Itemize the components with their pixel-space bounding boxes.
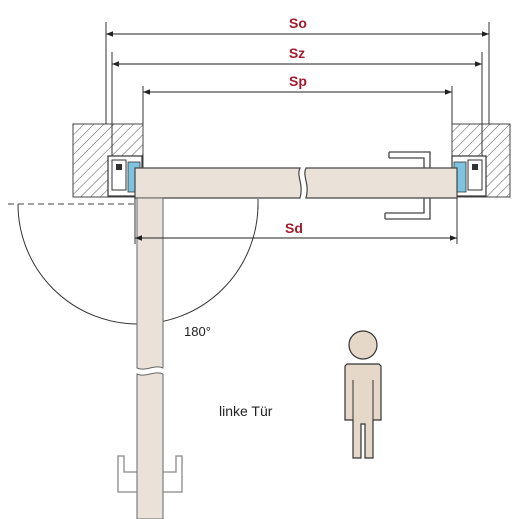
open-door-handle: [117, 455, 183, 493]
dimension-sd: Sd: [135, 220, 457, 241]
dimension-so: So: [106, 15, 489, 37]
dimension-label-sd: Sd: [285, 220, 303, 236]
person-icon: [344, 330, 382, 459]
extension-lines: [105, 22, 490, 244]
dimension-label-sp: Sp: [289, 73, 307, 89]
right-frame-profile: [451, 155, 487, 197]
open-door-leaf: [136, 197, 164, 519]
door-handle: [384, 151, 431, 220]
door-side-label: linke Tür: [219, 403, 273, 419]
dimension-label-sz: Sz: [289, 45, 305, 61]
dimension-sp: Sp: [143, 73, 452, 95]
angle-label: 180°: [184, 324, 211, 339]
dimension-sz: Sz: [112, 45, 482, 67]
closed-door-leaf: [134, 167, 458, 199]
dimension-label-so: So: [289, 15, 307, 31]
